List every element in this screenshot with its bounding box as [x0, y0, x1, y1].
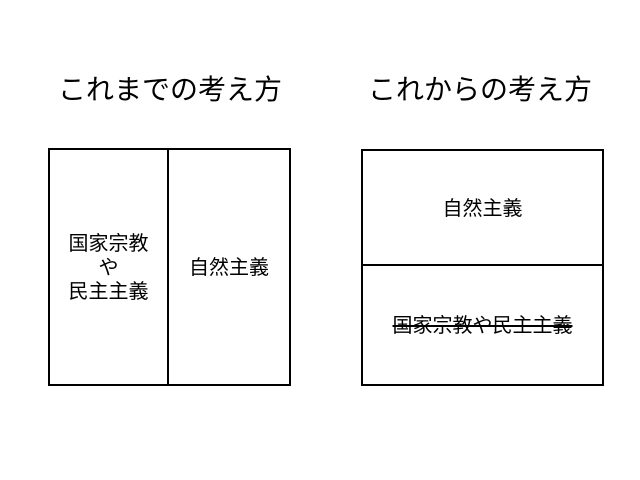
cell-text-line-1: 国家宗教 [68, 231, 149, 255]
future-cell-state-religion-democracy-struck: 国家宗教や民主主義 [363, 266, 602, 384]
cell-text-naturalism: 自然主義 [442, 195, 523, 220]
cell-text-naturalism: 自然主義 [189, 255, 269, 279]
future-cell-naturalism: 自然主義 [363, 151, 602, 266]
past-diagram-box: 国家宗教 や 民主主義 自然主義 [48, 148, 291, 386]
past-cell-state-religion-democracy: 国家宗教 や 民主主義 [50, 150, 169, 384]
cell-text-line-2: や [98, 255, 119, 279]
future-diagram-box: 自然主義 国家宗教や民主主義 [361, 149, 604, 386]
cell-text-line-3: 民主主義 [68, 279, 149, 303]
struck-text: 国家宗教や民主主義 [392, 313, 573, 337]
heading-past-way-of-thinking: これまでの考え方 [58, 73, 283, 106]
past-cell-naturalism: 自然主義 [169, 150, 289, 384]
heading-future-way-of-thinking: これからの考え方 [368, 73, 593, 106]
